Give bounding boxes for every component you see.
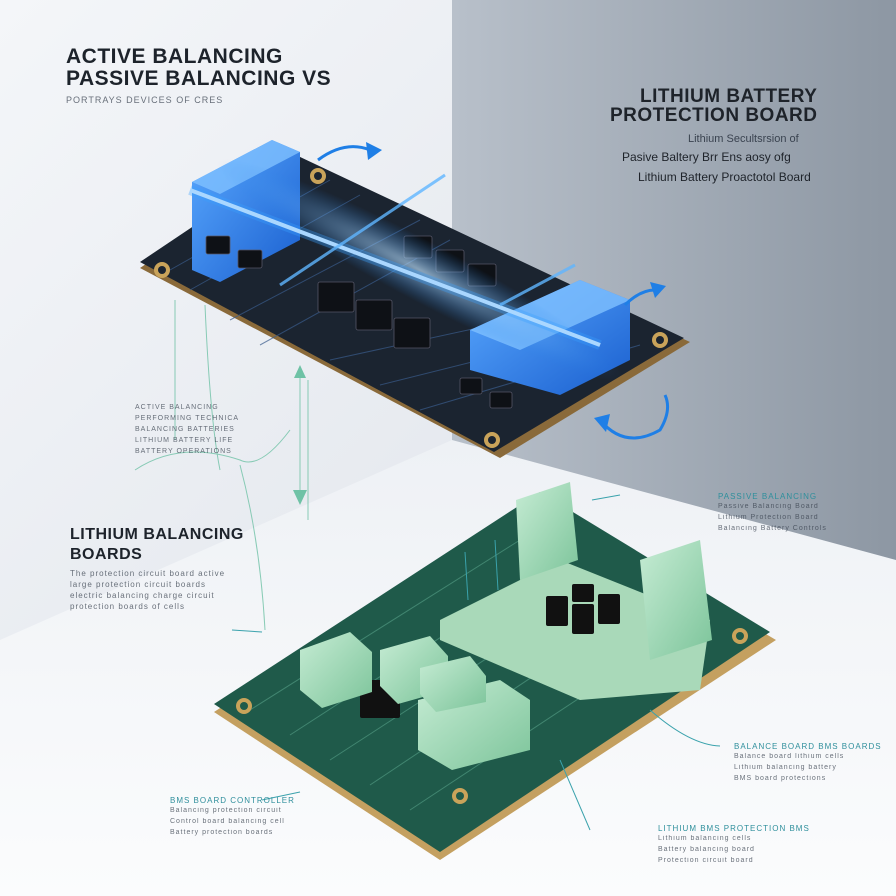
headline-line1: ACTIVE BALANCING bbox=[66, 45, 283, 68]
bottom-right-heading: BALANCE BOARD BMS BOARDS bbox=[734, 742, 882, 751]
bottom-left-callout: BMS BOARD CONTROLLER Balancing protectio… bbox=[170, 796, 310, 838]
right-mid-line: Passive Balancing Board bbox=[718, 503, 819, 510]
bottom-center-line: Lithium balancing cells bbox=[658, 835, 752, 842]
lower-title-line2: BOARDS bbox=[70, 546, 143, 563]
arrow-head-left-icon bbox=[594, 414, 610, 432]
upper-callout-line: LITHIUM BATTERY LIFE bbox=[135, 437, 234, 444]
guide-lines-left bbox=[134, 300, 309, 631]
lower-title-line1: LITHIUM BALANCING bbox=[70, 526, 244, 543]
bottom-center-callout: LITHIUM BMS PROTECTION BMS Lithium balan… bbox=[658, 824, 818, 866]
upper-callout-line: BATTERY OPERATIONS bbox=[135, 448, 232, 455]
bottom-left-heading: BMS BOARD CONTROLLER bbox=[170, 796, 295, 805]
lower-body-line: large protection circuit boards bbox=[70, 580, 206, 589]
bottom-left-line: Balancing protection circuit bbox=[170, 807, 282, 814]
bottom-right-callout: BALANCE BOARD BMS BOARDS Balance board l… bbox=[734, 742, 884, 784]
right-sub-2: Pasive Baltery Brr Ens aosy ofg bbox=[622, 150, 791, 164]
up-arrow-head-icon bbox=[294, 365, 306, 378]
right-mid-heading: PASSIVE BALANCING bbox=[718, 492, 818, 501]
bottom-center-heading: LITHIUM BMS PROTECTION BMS bbox=[658, 824, 810, 833]
right-mid-callout: PASSIVE BALANCING Passive Balancing Boar… bbox=[718, 492, 868, 534]
lower-board-surface bbox=[214, 492, 770, 852]
arrow-head-top-icon bbox=[366, 142, 382, 160]
bottom-right-line: Lithium balancing battery bbox=[734, 764, 837, 771]
bottom-left-line: Control board balancing cell bbox=[170, 818, 285, 825]
energy-beam bbox=[189, 188, 601, 347]
right-sub-3: Lithium Battery Proactotol Board bbox=[638, 170, 811, 184]
bottom-right-line: BMS board protections bbox=[734, 775, 827, 782]
upper-callout-line: BALANCING BATTERIES bbox=[135, 426, 235, 433]
upper-callout: ACTIVE BALANCING PERFORMING TECHNICA BAL… bbox=[135, 402, 245, 457]
right-mid-line: Lithium Protection Board bbox=[718, 514, 819, 521]
arrow-head-right-icon bbox=[650, 282, 666, 298]
right-title-line2: PROTECTION BOARD bbox=[610, 105, 818, 126]
active-balancing-board bbox=[140, 140, 690, 458]
upper-callout-line: ACTIVE BALANCING bbox=[135, 404, 219, 411]
right-mid-line: Balancing Battery Controls bbox=[718, 525, 827, 532]
lower-body-line: protection boards of cells bbox=[70, 602, 185, 611]
lower-title-body: The protection circuit board active larg… bbox=[70, 568, 245, 612]
passive-balancing-board bbox=[214, 482, 776, 860]
bottom-center-line: Battery balancing board bbox=[658, 846, 755, 853]
callout-leaders bbox=[231, 494, 721, 831]
bottom-center-line: Protection circuit board bbox=[658, 857, 754, 864]
green-block-4 bbox=[420, 656, 486, 712]
upper-callout-line: PERFORMING TECHNICA bbox=[135, 415, 240, 422]
bottom-right-line: Balance board lithium cells bbox=[734, 753, 845, 760]
lower-body-line: The protection circuit board active bbox=[70, 569, 226, 578]
right-title-line1: LITHIUM BATTERY bbox=[640, 86, 818, 107]
bottom-left-line: Battery protection boards bbox=[170, 829, 274, 836]
green-block-1 bbox=[300, 632, 372, 708]
headline-subtitle: PORTRAYS DEVICES OF CRES bbox=[66, 95, 224, 105]
down-arrow-head-icon bbox=[293, 490, 307, 505]
green-fin-right bbox=[640, 540, 712, 660]
blue-flow-arrows bbox=[317, 145, 670, 440]
green-fin-left bbox=[516, 482, 578, 580]
headline-line2: PASSIVE BALANCING VS bbox=[66, 67, 332, 90]
right-sub-1: Lithium Secultsrsion of bbox=[688, 133, 799, 145]
lower-body-line: electric balancing charge circuit bbox=[70, 591, 215, 600]
